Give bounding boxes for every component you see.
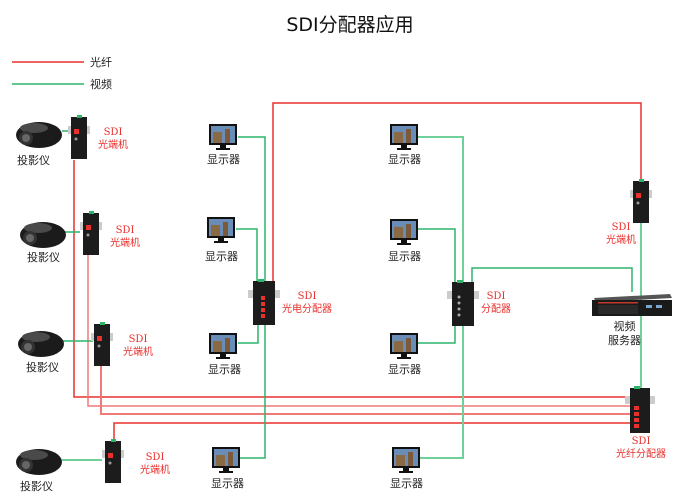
projector-icon bbox=[16, 122, 62, 148]
oe-splitter-label: SDI 光电分配器 bbox=[282, 290, 332, 316]
projector-icon bbox=[20, 222, 66, 248]
monitor-label: 显示器 bbox=[390, 477, 423, 490]
transceiver-label-line1: SDI bbox=[115, 225, 135, 236]
transceiver-label-line2: 光端机 bbox=[140, 465, 170, 476]
monitor-label: 显示器 bbox=[208, 363, 241, 376]
fiber-line-2 bbox=[87, 255, 634, 407]
oe-splitter-label-line1: SDI bbox=[297, 291, 317, 302]
transceiver-label-line1: SDI bbox=[128, 334, 148, 345]
video-server-label: 视频 服务器 bbox=[608, 320, 641, 348]
video-mon-8 bbox=[420, 324, 464, 459]
video-mon-5 bbox=[418, 136, 464, 283]
projector-icon bbox=[16, 449, 62, 475]
fiber-line-4 bbox=[113, 422, 634, 452]
monitor-label: 显示器 bbox=[388, 363, 421, 376]
monitor-icon bbox=[392, 447, 420, 473]
oe-splitter-label-line2: 光电分配器 bbox=[282, 304, 332, 315]
sdi-splitter-icon bbox=[447, 280, 479, 326]
transceiver-icon bbox=[630, 179, 652, 223]
video-server-icon bbox=[592, 294, 672, 316]
transceiver-icon bbox=[80, 211, 102, 255]
video-server-label-line1: 视频 bbox=[613, 320, 636, 333]
transceiver-label-line2: 光端机 bbox=[606, 235, 636, 246]
sdi-splitter-label: SDI 分配器 bbox=[481, 290, 511, 316]
monitor-label: 显示器 bbox=[388, 250, 421, 263]
projector-label: 投影仪 bbox=[26, 361, 59, 374]
video-mon-1 bbox=[238, 136, 266, 283]
monitor-label: 显示器 bbox=[211, 477, 244, 490]
monitor-icon bbox=[390, 219, 418, 245]
transceiver-label: SDI 光端机 bbox=[606, 221, 636, 247]
transceiver-label-line1: SDI bbox=[145, 452, 165, 463]
oe-splitter-icon bbox=[248, 279, 280, 325]
transceiver-icon bbox=[102, 439, 124, 483]
fiber-splitter-label: SDI 光纤分配器 bbox=[616, 435, 666, 461]
fiber-splitter-label-line2: 光纤分配器 bbox=[616, 449, 666, 460]
monitor-icon bbox=[209, 124, 237, 150]
transceiver-label-line1: SDI bbox=[103, 127, 123, 138]
monitor-icon bbox=[212, 447, 240, 473]
transceiver-label: SDI 光端机 bbox=[110, 224, 140, 250]
fiber-line-1 bbox=[73, 160, 634, 398]
video-mon-6 bbox=[418, 228, 456, 283]
monitor-icon bbox=[209, 333, 237, 359]
transceiver-label-line1: SDI bbox=[611, 222, 631, 233]
fiber-splitter-icon bbox=[625, 386, 655, 433]
fiber-line-top bbox=[272, 102, 642, 282]
monitor-icon bbox=[390, 333, 418, 359]
video-mon-7 bbox=[418, 324, 456, 344]
transceiver-label: SDI 光端机 bbox=[98, 126, 128, 152]
video-mon-3 bbox=[238, 322, 259, 344]
projector-label: 投影仪 bbox=[20, 480, 53, 493]
fiber-line-3 bbox=[100, 365, 634, 415]
monitor-label: 显示器 bbox=[388, 153, 421, 166]
monitor-icon bbox=[390, 124, 418, 150]
projector-label: 投影仪 bbox=[17, 154, 50, 167]
legend-fiber-label: 光纤 bbox=[90, 56, 112, 69]
video-server-label-line2: 服务器 bbox=[608, 334, 641, 347]
transceiver-icon bbox=[91, 322, 113, 366]
sdi-splitter-label-line1: SDI bbox=[486, 291, 506, 302]
transceiver-label: SDI 光端机 bbox=[140, 451, 170, 477]
video-splitter-server bbox=[471, 267, 633, 292]
transceiver-icon bbox=[68, 115, 90, 159]
transceiver-label-line2: 光端机 bbox=[98, 140, 128, 151]
projector-icon bbox=[18, 331, 64, 357]
legend-video-label: 视频 bbox=[90, 78, 112, 91]
sdi-splitter-label-line2: 分配器 bbox=[481, 304, 511, 315]
monitor-label: 显示器 bbox=[207, 153, 240, 166]
video-mon-4 bbox=[240, 322, 266, 459]
transceiver-label-line2: 光端机 bbox=[123, 347, 153, 358]
video-mon-2 bbox=[236, 228, 258, 283]
fiber-splitter-label-line1: SDI bbox=[631, 436, 651, 447]
transceiver-label-line2: 光端机 bbox=[110, 238, 140, 249]
monitor-label: 显示器 bbox=[205, 250, 238, 263]
monitor-icon bbox=[207, 217, 235, 243]
transceiver-label: SDI 光端机 bbox=[123, 333, 153, 359]
diagram-title: SDI分配器应用 bbox=[286, 14, 414, 36]
projector-label: 投影仪 bbox=[27, 251, 60, 264]
